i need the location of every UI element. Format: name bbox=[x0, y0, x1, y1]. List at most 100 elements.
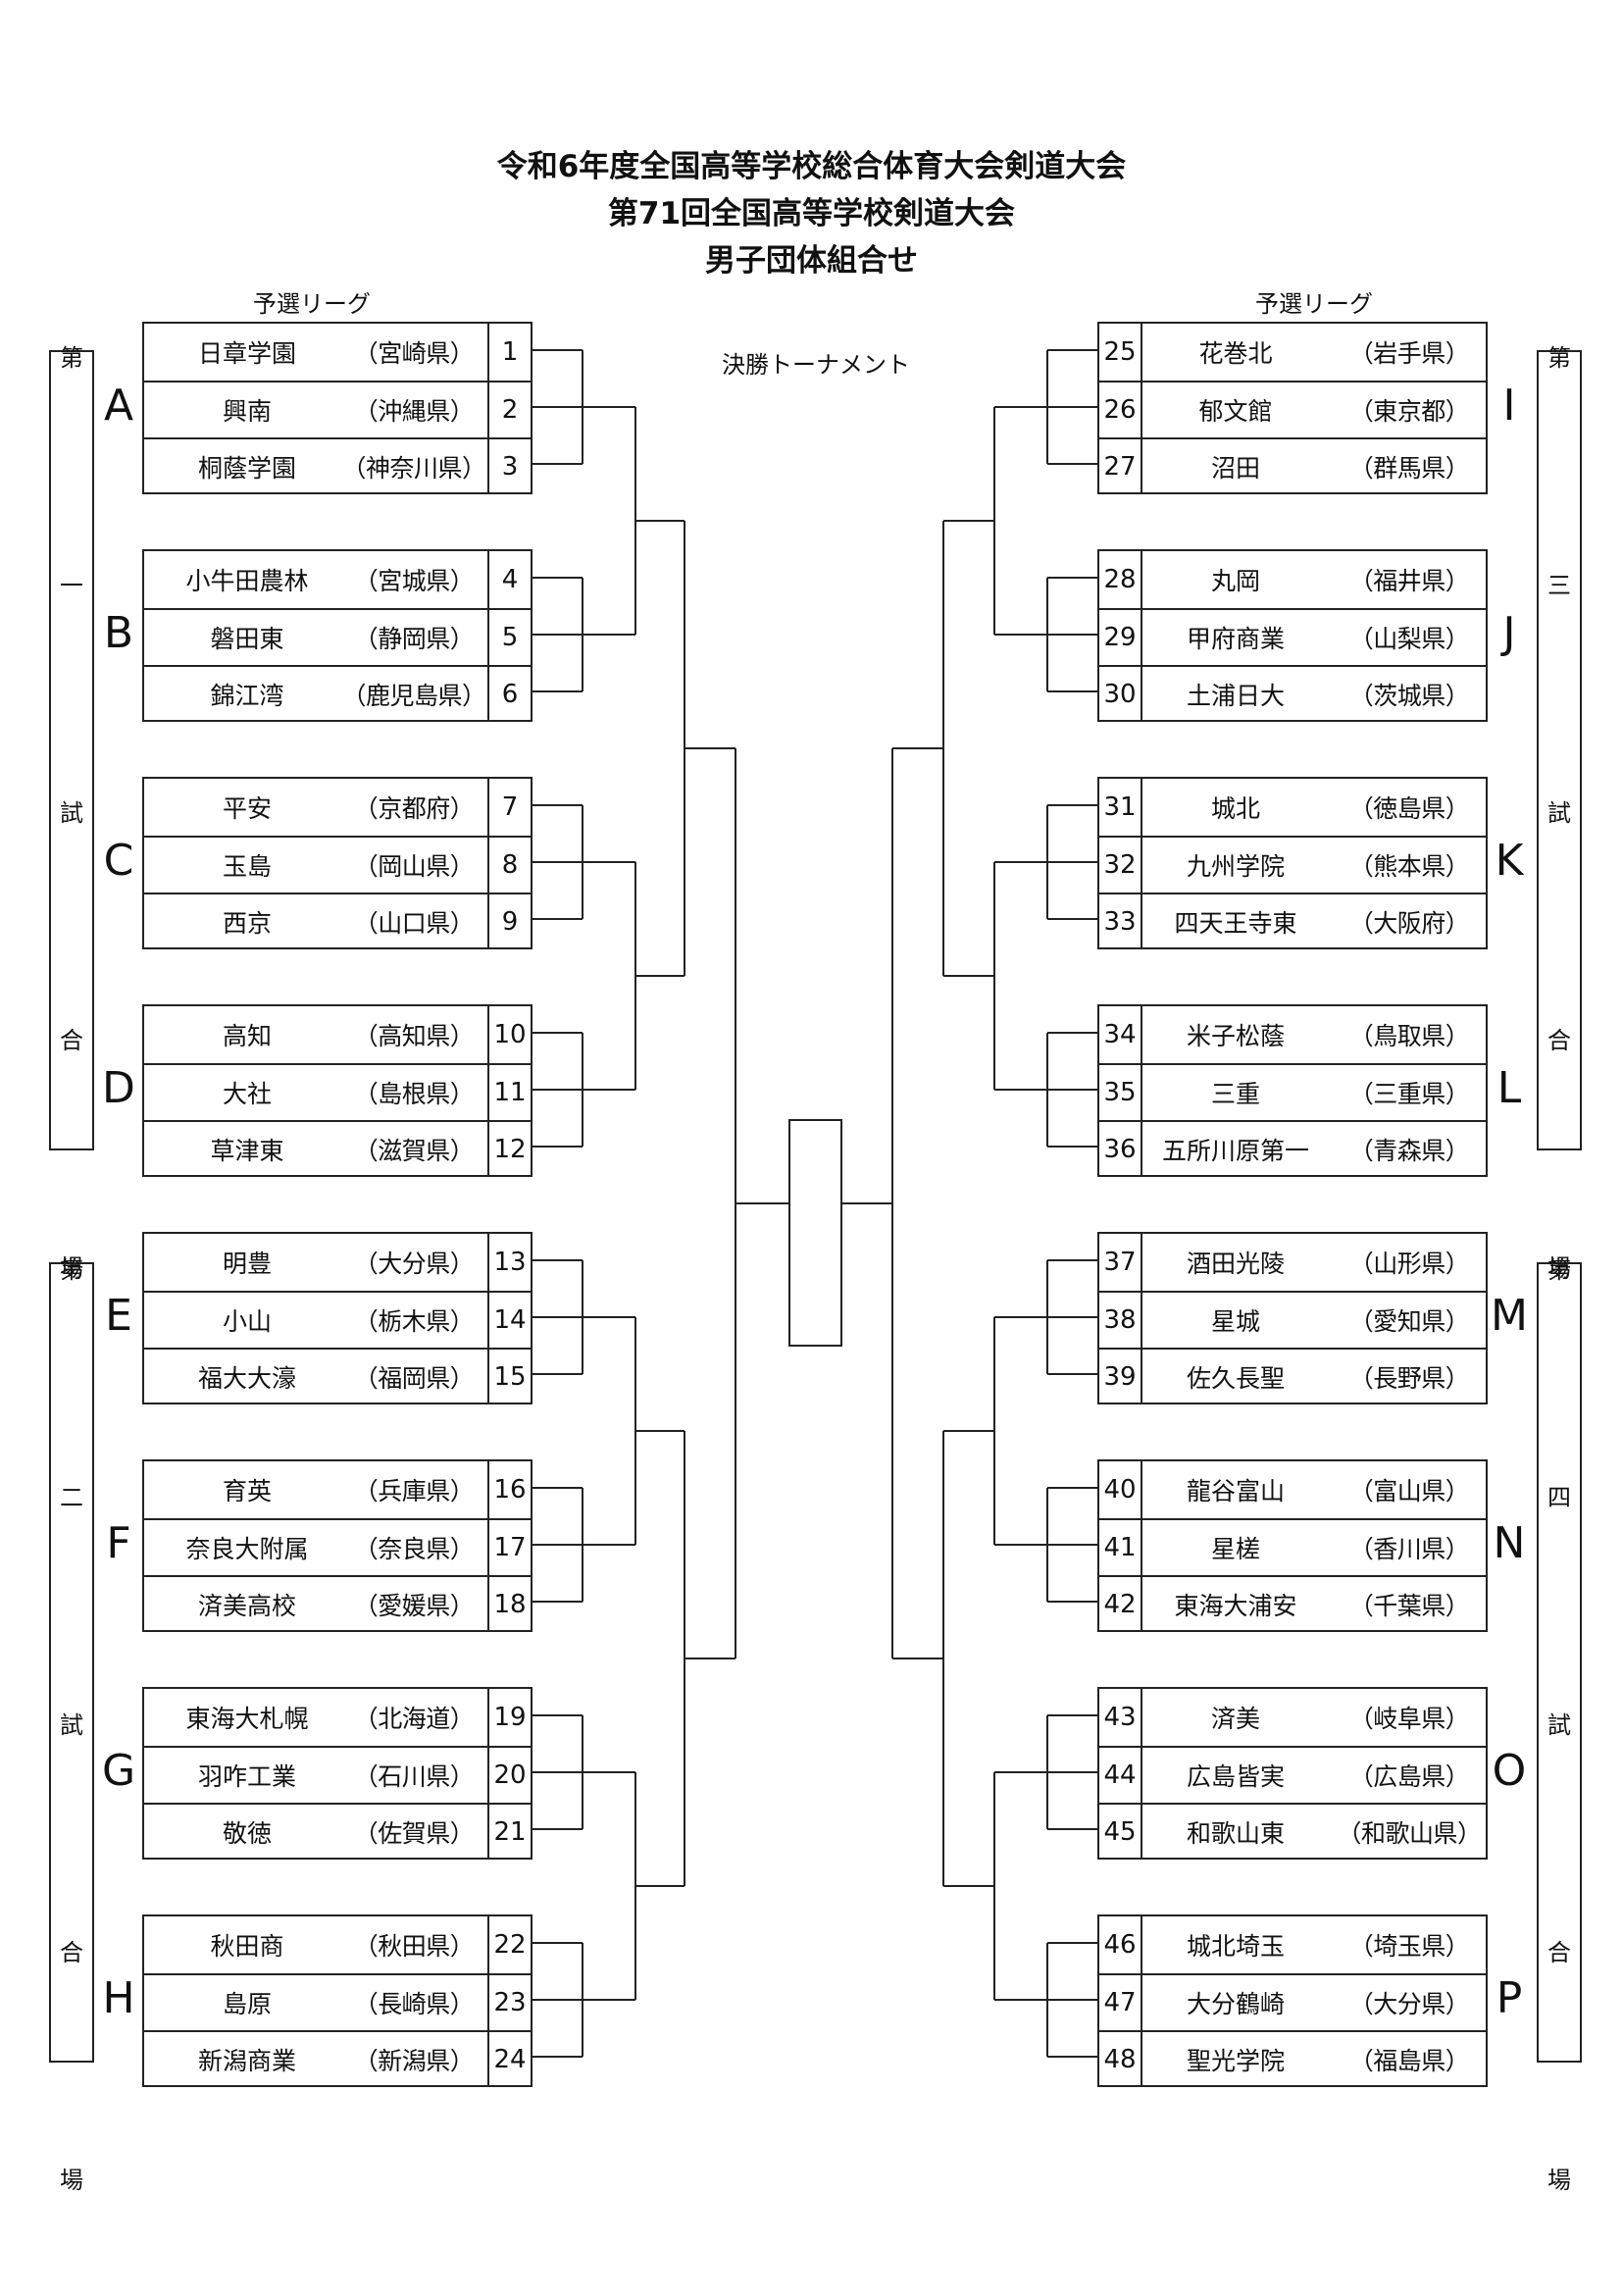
school-name: 済美高校 bbox=[197, 1592, 296, 1620]
school-name: 佐久長聖 bbox=[1186, 1364, 1285, 1393]
team-number: 11 bbox=[487, 1065, 531, 1120]
team-row: 九州学院（熊本県）32 bbox=[1099, 836, 1486, 893]
prefecture: （和歌山県） bbox=[1337, 1819, 1482, 1848]
team-row: 草津東（滋賀県）12 bbox=[144, 1120, 531, 1177]
group-letter-b: B bbox=[103, 608, 134, 658]
school-name: 城北埼玉 bbox=[1186, 1932, 1285, 1961]
prefecture: （福井県） bbox=[1348, 567, 1470, 595]
prelim-label-left: 予選リーグ bbox=[253, 290, 371, 318]
team-row: 大社（島根県）11 bbox=[144, 1063, 531, 1120]
venue-char: 場 bbox=[1547, 2167, 1571, 2194]
team-row: 沼田（群馬県）27 bbox=[1099, 437, 1486, 494]
school-name: 酒田光陵 bbox=[1186, 1250, 1285, 1278]
team-row: 酒田光陵（山形県）37 bbox=[1099, 1234, 1486, 1291]
prefecture: （茨城県） bbox=[1348, 682, 1470, 710]
team-number: 23 bbox=[487, 1975, 531, 2030]
team-row: 星槎（香川県）41 bbox=[1099, 1518, 1486, 1575]
school-name: 和歌山東 bbox=[1186, 1819, 1285, 1848]
prefecture: （徳島県） bbox=[1348, 794, 1470, 823]
team-row: 郁文館（東京都）26 bbox=[1099, 381, 1486, 437]
team-number: 20 bbox=[487, 1748, 531, 1803]
school-name: 甲府商業 bbox=[1186, 625, 1285, 653]
prefecture: （長野県） bbox=[1348, 1364, 1470, 1393]
team-number: 3 bbox=[487, 439, 531, 494]
team-row: 磐田東（静岡県）5 bbox=[144, 608, 531, 665]
venue-char: 第 bbox=[60, 344, 83, 372]
team-number: 40 bbox=[1099, 1461, 1142, 1518]
team-number: 10 bbox=[487, 1006, 531, 1063]
school-name: 五所川原第一 bbox=[1161, 1137, 1309, 1165]
team-row: 福大大濠（福岡県）15 bbox=[144, 1348, 531, 1404]
school-name: 奈良大附属 bbox=[185, 1535, 309, 1563]
school-name: 玉島 bbox=[222, 852, 272, 881]
prefecture: （大分県） bbox=[1348, 1990, 1470, 2018]
team-row: 秋田商（秋田県）22 bbox=[144, 1916, 531, 1973]
team-number: 13 bbox=[487, 1234, 531, 1291]
group-letter-c: C bbox=[103, 836, 134, 886]
venue-char: 試 bbox=[1547, 799, 1571, 827]
school-name: 平安 bbox=[222, 794, 272, 823]
venue-char: 第 bbox=[60, 1256, 83, 1284]
team-number: 48 bbox=[1099, 2032, 1142, 2087]
school-name: 高知 bbox=[222, 1022, 272, 1050]
prefecture: （沖縄県） bbox=[353, 397, 475, 426]
prefecture: （神奈川県） bbox=[341, 454, 486, 483]
team-number: 38 bbox=[1099, 1293, 1142, 1348]
school-name: 城北 bbox=[1210, 794, 1260, 823]
prefecture: （広島県） bbox=[1348, 1762, 1470, 1791]
prefecture: （北海道） bbox=[353, 1705, 475, 1733]
school-name: 日章学園 bbox=[197, 339, 296, 368]
prefecture: （栃木県） bbox=[353, 1307, 475, 1336]
team-row: 城北（徳島県）31 bbox=[1099, 779, 1486, 836]
team-number: 34 bbox=[1099, 1006, 1142, 1063]
final-tournament-label: 決勝トーナメント bbox=[722, 351, 910, 379]
team-number: 42 bbox=[1099, 1577, 1142, 1632]
team-number: 16 bbox=[487, 1461, 531, 1518]
school-name: 新潟商業 bbox=[197, 2047, 296, 2075]
school-name: 土浦日大 bbox=[1186, 682, 1285, 710]
school-name: 聖光学院 bbox=[1186, 2047, 1285, 2075]
prefecture: （福岡県） bbox=[353, 1364, 475, 1393]
prefecture: （群馬県） bbox=[1348, 454, 1470, 483]
prefecture: （青森県） bbox=[1348, 1137, 1470, 1165]
prefecture: （岐阜県） bbox=[1348, 1705, 1470, 1733]
school-name: 羽咋工業 bbox=[197, 1762, 296, 1791]
group-letter-n: N bbox=[1493, 1518, 1526, 1568]
team-number: 41 bbox=[1099, 1520, 1142, 1575]
team-number: 22 bbox=[487, 1916, 531, 1973]
prefecture: （大阪府） bbox=[1348, 909, 1470, 938]
team-number: 29 bbox=[1099, 610, 1142, 665]
school-name: 小牛田農林 bbox=[185, 567, 309, 595]
prefecture: （長崎県） bbox=[353, 1990, 475, 2018]
team-row: 丸岡（福井県）28 bbox=[1099, 551, 1486, 608]
group-letter-e: E bbox=[105, 1291, 132, 1341]
team-number: 43 bbox=[1099, 1689, 1142, 1746]
team-row: 佐久長聖（長野県）39 bbox=[1099, 1348, 1486, 1404]
team-row: 明豊（大分県）13 bbox=[144, 1234, 531, 1291]
school-name: 興南 bbox=[222, 397, 272, 426]
team-row: 聖光学院（福島県）48 bbox=[1099, 2030, 1486, 2087]
team-row: 米子松蔭（鳥取県）34 bbox=[1099, 1006, 1486, 1063]
venue-label-1: 第一試合場 bbox=[49, 344, 94, 1282]
prefecture: （山梨県） bbox=[1348, 625, 1470, 653]
team-number: 36 bbox=[1099, 1122, 1142, 1177]
team-row: 大分鶴崎（大分県）47 bbox=[1099, 1973, 1486, 2030]
school-name: 丸岡 bbox=[1210, 567, 1260, 595]
team-row: 平安（京都府）7 bbox=[144, 779, 531, 836]
prefecture: （石川県） bbox=[353, 1762, 475, 1791]
school-name: 育英 bbox=[222, 1477, 272, 1505]
prelim-label-right: 予選リーグ bbox=[1255, 290, 1373, 318]
team-row: 四天王寺東（大阪府）33 bbox=[1099, 893, 1486, 949]
school-name: 四天王寺東 bbox=[1174, 909, 1297, 938]
prefecture: （鳥取県） bbox=[1348, 1022, 1470, 1050]
title-line-3: 男子団体組合せ bbox=[705, 243, 918, 279]
school-name: 星城 bbox=[1210, 1307, 1260, 1336]
